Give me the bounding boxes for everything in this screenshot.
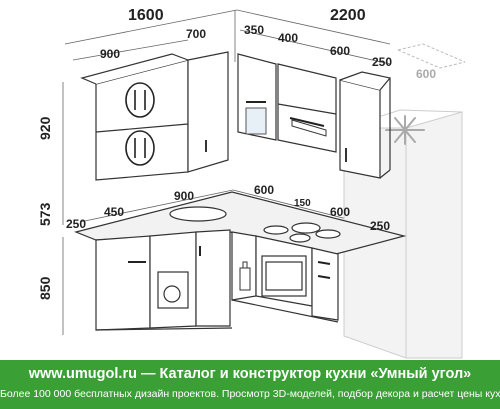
oven	[261, 255, 307, 297]
hob-burners	[263, 222, 341, 243]
dim-fridge-width: 600	[416, 67, 436, 81]
dim-upper-corner: 700	[186, 27, 206, 41]
range-hood	[291, 119, 327, 137]
dim-counter-900: 900	[174, 189, 194, 203]
dim-upper-600: 600	[330, 44, 350, 58]
cabinet-handles	[246, 101, 325, 127]
banner-title[interactable]: www.umugol.ru — Каталог и конструктор ку…	[28, 366, 472, 382]
plate-icon	[125, 82, 155, 166]
dim-top-left: 1600	[128, 7, 164, 24]
dim-upper-400: 400	[278, 31, 298, 45]
sink	[169, 206, 227, 222]
kitchen-diagram: 1600 2200 900 700 350 400 600 250 600 92…	[37, 7, 466, 359]
dim-upper-left: 900	[100, 47, 120, 61]
dim-left-450: 450	[104, 205, 124, 219]
dim-upper-350: 350	[244, 23, 264, 37]
footer-banner: www.umugol.ru — Каталог и конструктор ку…	[0, 360, 500, 409]
fridge-ghost	[397, 43, 466, 69]
dim-counter-600: 600	[254, 183, 274, 197]
dim-upper-250: 250	[372, 55, 392, 69]
banner-subtitle: Более 100 000 бесплатных дизайн проектов…	[0, 388, 500, 400]
dim-height-gap: 573	[37, 202, 53, 226]
washing-machine	[157, 271, 189, 309]
dimension-labels: 1600 2200 900 700 350 400 600 250 600 92…	[37, 7, 436, 300]
glass-door	[245, 107, 267, 135]
dim-top-right: 2200	[330, 7, 366, 24]
kitchen-drawing	[62, 9, 466, 359]
snowflake-icon	[385, 115, 425, 145]
dim-left-250: 250	[66, 217, 86, 231]
dim-counter-150: 150	[294, 198, 311, 209]
dim-height-upper: 920	[37, 116, 53, 140]
dim-right-250: 250	[370, 219, 390, 233]
bottle	[239, 261, 251, 291]
dim-right-600: 600	[330, 205, 350, 219]
base-handles	[128, 246, 331, 279]
upper-cabinets	[80, 51, 392, 181]
dim-height-base: 850	[37, 276, 53, 300]
